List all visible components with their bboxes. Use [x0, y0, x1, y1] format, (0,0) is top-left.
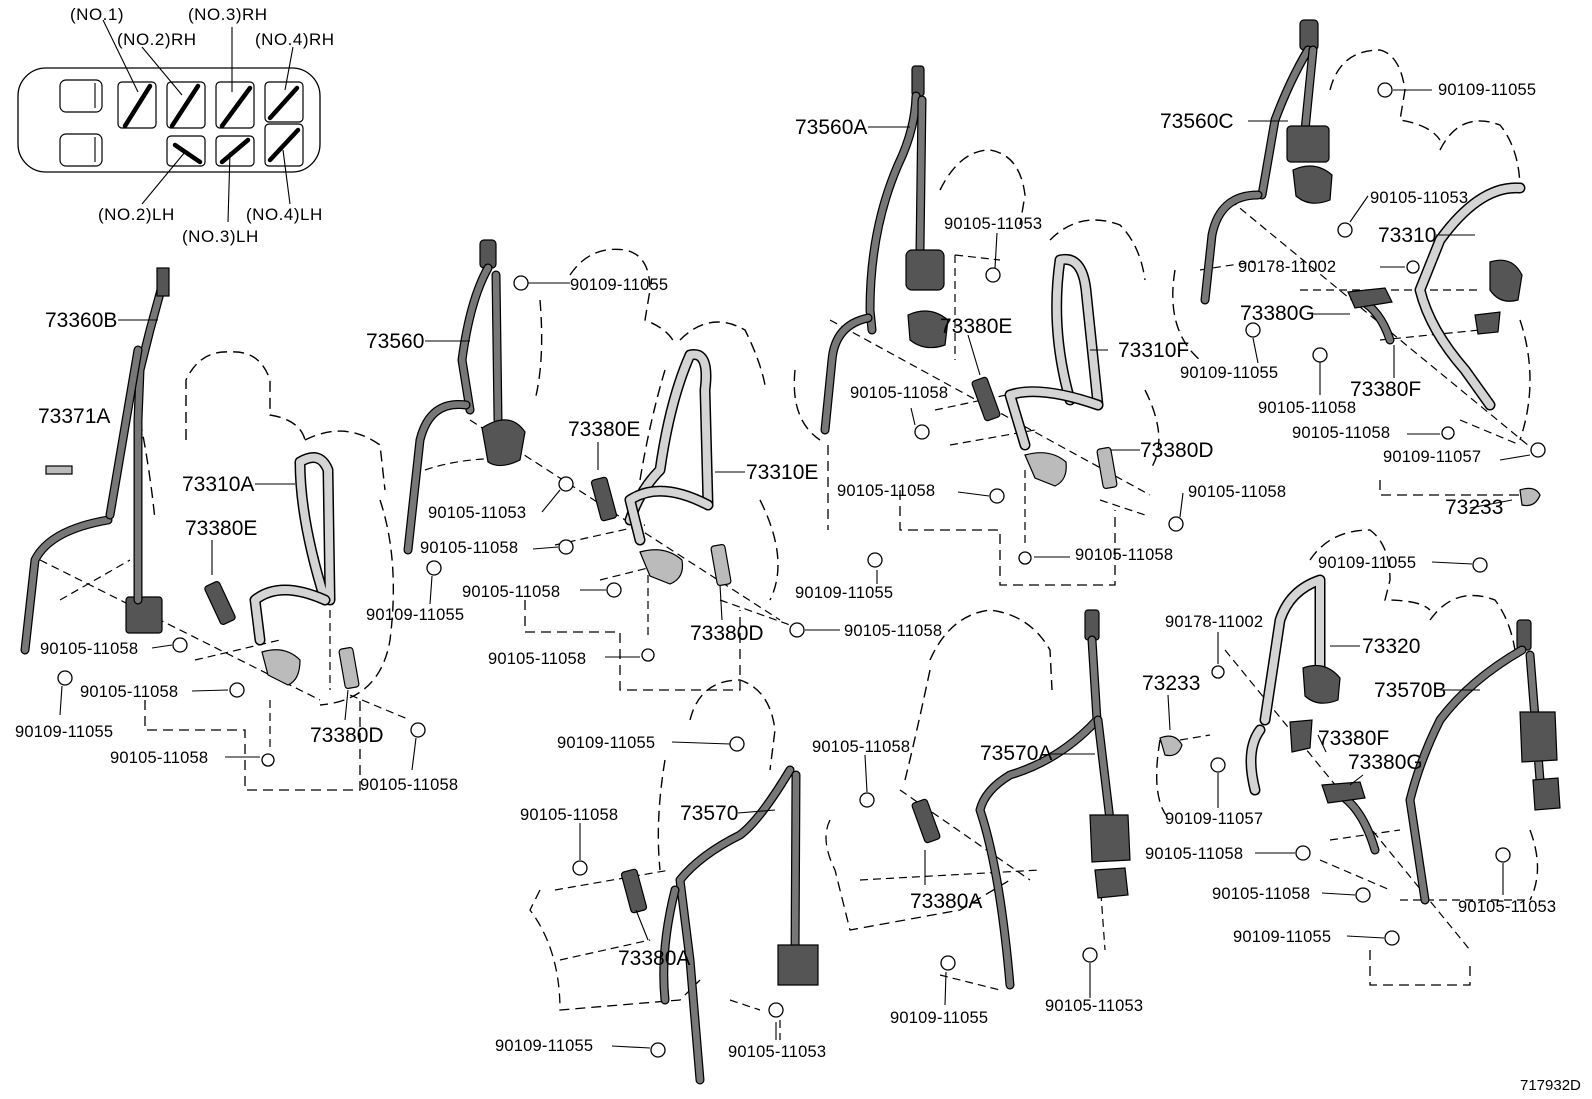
label-90105-11058-g7b: 90105-11058 [1212, 885, 1310, 903]
seat-group-3-drawing [793, 65, 1184, 586]
label-seat-no4lh: (NO.4)LH [246, 205, 323, 224]
label-90105-11058-g2c: 90105-11058 [488, 650, 586, 668]
label-90109-11055-g6: 90109-11055 [890, 1009, 988, 1027]
label-73310: 73310 [1378, 224, 1436, 247]
label-73380E-g2: 73380E [568, 418, 640, 441]
label-90105-11058-g2b: 90105-11058 [462, 583, 560, 601]
label-73233-g4: 73233 [1445, 496, 1503, 519]
seat-group-5-drawing [529, 679, 819, 1085]
label-73320: 73320 [1362, 635, 1420, 658]
label-90105-11058-g1a: 90105-11058 [40, 640, 138, 658]
label-seat-no2rh: (NO.2)RH [117, 30, 197, 49]
label-73310E: 73310E [746, 461, 818, 484]
label-90109-11055-g4a: 90109-11055 [1438, 81, 1536, 99]
label-seat-no4rh: (NO.4)RH [255, 30, 335, 49]
label-90105-11058-g4a: 90105-11058 [1258, 399, 1356, 417]
label-90105-11058-g5: 90105-11058 [520, 806, 618, 824]
label-90109-11055-g2a: 90109-11055 [570, 276, 668, 294]
label-73380D-g2: 73380D [690, 622, 764, 645]
label-73560C: 73560C [1160, 110, 1234, 133]
label-90105-11058-g3b: 90105-11058 [837, 482, 935, 500]
label-90105-11058-g2a: 90105-11058 [420, 539, 518, 557]
label-73380A-g5: 73380A [618, 947, 690, 970]
label-90105-11058-g3c: 90105-11058 [1188, 483, 1286, 501]
label-73560: 73560 [366, 330, 424, 353]
label-90109-11055-g5b: 90109-11055 [495, 1037, 593, 1055]
label-73380A-g6: 73380A [910, 890, 982, 913]
label-73380G-g4: 73380G [1240, 302, 1315, 325]
label-90105-11058-g3d: 90105-11058 [1075, 546, 1173, 564]
label-seat-no2lh: (NO.2)LH [98, 205, 175, 224]
seat-group-4-drawing [1172, 19, 1546, 509]
label-90105-11053-g4: 90105-11053 [1370, 189, 1468, 207]
label-90105-11053-g5: 90105-11053 [728, 1043, 826, 1061]
label-73380F-g7: 73380F [1318, 727, 1389, 750]
label-73560A: 73560A [795, 116, 867, 139]
label-73570B: 73570B [1374, 679, 1446, 702]
label-90109-11055-g4b: 90109-11055 [1180, 364, 1278, 382]
label-90109-11055-g7a: 90109-11055 [1318, 554, 1416, 572]
label-90109-11057-g7: 90109-11057 [1165, 810, 1263, 828]
label-90109-11055-g3: 90109-11055 [795, 584, 893, 602]
label-seat-no1: (NO.1) [70, 5, 124, 24]
label-73310A: 73310A [182, 473, 254, 496]
label-90105-11058-g7a: 90105-11058 [1145, 845, 1243, 863]
seat-group-2-drawing [403, 239, 840, 691]
diagram-reference-code: 717932D [1520, 1077, 1581, 1094]
label-90105-11058-g1c: 90105-11058 [110, 749, 208, 767]
label-90109-11057-g4: 90109-11057 [1383, 448, 1481, 466]
label-73570: 73570 [680, 802, 738, 825]
label-90178-11002-g7: 90178-11002 [1165, 613, 1263, 631]
label-90105-11053-g3: 90105-11053 [944, 215, 1042, 233]
label-90105-11058-g1d: 90105-11058 [360, 776, 458, 794]
label-90109-11055-g2b: 90109-11055 [366, 606, 464, 624]
label-73570A: 73570A [980, 742, 1052, 765]
label-73380G-g7: 73380G [1348, 751, 1423, 774]
label-90105-11053-g6: 90105-11053 [1045, 997, 1143, 1015]
label-seat-no3lh: (NO.3)LH [182, 227, 259, 246]
label-73380E-g3: 73380E [940, 315, 1012, 338]
seat-group-1-drawing [20, 267, 426, 791]
label-90178-11002-g4: 90178-11002 [1238, 258, 1336, 276]
label-90105-11058-g3a: 90105-11058 [850, 384, 948, 402]
label-90105-11058-g6: 90105-11058 [812, 738, 910, 756]
label-90109-11055-g1: 90109-11055 [15, 723, 113, 741]
label-73380D-g3: 73380D [1140, 439, 1214, 462]
label-73380D-g1: 73380D [310, 724, 384, 747]
label-73380E-g1: 73380E [185, 517, 257, 540]
seat-layout-map [17, 19, 321, 223]
label-90105-11058-g4b: 90105-11058 [1292, 424, 1390, 442]
label-90109-11055-g7b: 90109-11055 [1233, 928, 1331, 946]
label-90105-11058-g1b: 90105-11058 [80, 683, 178, 701]
seat-group-6-drawing [825, 609, 1131, 1006]
label-73360B: 73360B [45, 309, 117, 332]
label-seat-no3rh: (NO.3)RH [188, 5, 268, 24]
label-90105-11053-g2: 90105-11053 [428, 504, 526, 522]
label-90105-11053-g7: 90105-11053 [1458, 898, 1556, 916]
label-73371A: 73371A [38, 405, 110, 428]
seat-group-7-drawing [1156, 529, 1561, 986]
label-73380F-g4: 73380F [1350, 378, 1421, 401]
label-90109-11055-g5a: 90109-11055 [557, 734, 655, 752]
label-73310F: 73310F [1118, 339, 1189, 362]
label-90105-11058-g2d: 90105-11058 [844, 622, 942, 640]
label-73233-g7: 73233 [1142, 672, 1200, 695]
